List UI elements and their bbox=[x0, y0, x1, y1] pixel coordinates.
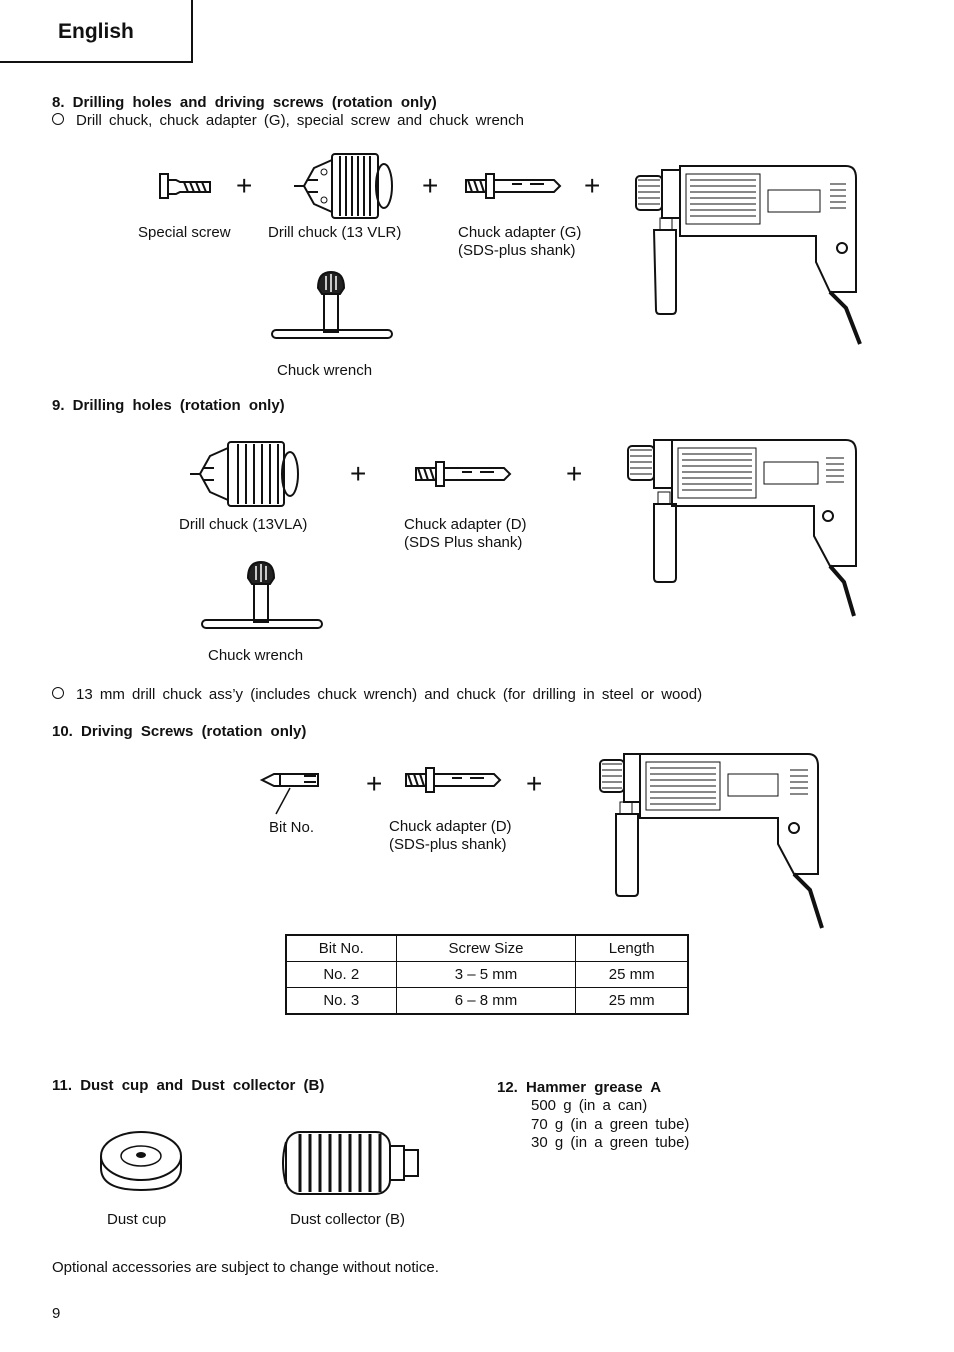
table-header-cell: Screw Size bbox=[395, 934, 577, 962]
notice-text: Optional accessories are subject to chan… bbox=[52, 1259, 439, 1276]
section-11-title: 11. Dust cup and Dust collector (B) bbox=[52, 1077, 325, 1094]
table-row: No. 2 3 – 5 mm 25 mm bbox=[285, 961, 689, 988]
screwdriver-bit-icon bbox=[259, 773, 319, 815]
plus-symbol: + bbox=[422, 170, 439, 201]
table-header-row: Bit No. Screw Size Length bbox=[285, 934, 689, 962]
chuck-wrench-icon bbox=[201, 560, 323, 629]
dust-collector-icon bbox=[282, 1131, 419, 1195]
hammer-drill-icon bbox=[599, 753, 824, 929]
section-8-subtitle-text: Drill chuck, chuck adapter (G), special … bbox=[76, 112, 524, 129]
grease-item: 70 g (in a green tube) bbox=[531, 1116, 690, 1133]
table-cell: No. 2 bbox=[285, 961, 397, 988]
plus-symbol: + bbox=[584, 170, 601, 201]
section-12-title: 12. Hammer grease A bbox=[497, 1079, 662, 1096]
drill-chuck-label: Drill chuck (13 VLR) bbox=[268, 224, 402, 241]
chuck-wrench-label: Chuck wrench bbox=[277, 362, 373, 379]
chuck-adapter-icon bbox=[465, 173, 562, 199]
hammer-drill-icon bbox=[627, 439, 857, 617]
section-8-title: 8. Drilling holes and driving screws (ro… bbox=[52, 94, 437, 111]
drill-chuck-label: Drill chuck (13VLA) bbox=[179, 516, 308, 533]
table-header-cell: Length bbox=[575, 934, 689, 962]
section-10-title: 10. Driving Screws (rotation only) bbox=[52, 723, 307, 740]
bit-size-table: Bit No. Screw Size Length No. 2 3 – 5 mm… bbox=[285, 934, 689, 1015]
language-label: English bbox=[58, 20, 134, 43]
section-9-title: 9. Drilling holes (rotation only) bbox=[52, 397, 285, 414]
table-cell: 6 – 8 mm bbox=[395, 987, 577, 1015]
table-cell: No. 3 bbox=[285, 987, 397, 1015]
bullet-circle-icon bbox=[52, 687, 64, 699]
dust-collector-label: Dust collector (B) bbox=[290, 1211, 406, 1228]
chuck-adapter-shank-label: (SDS-plus shank) bbox=[458, 242, 576, 259]
hammer-drill-icon bbox=[635, 165, 862, 345]
chuck-adapter-shank-label: (SDS-plus shank) bbox=[389, 836, 507, 853]
plus-symbol: + bbox=[526, 768, 543, 799]
plus-symbol: + bbox=[350, 458, 367, 489]
chuck-adapter-label: Chuck adapter (G) bbox=[458, 224, 582, 241]
plus-symbol: + bbox=[566, 458, 583, 489]
special-screw-icon bbox=[159, 173, 211, 199]
grease-item: 30 g (in a green tube) bbox=[531, 1134, 690, 1151]
special-screw-label: Special screw bbox=[138, 224, 231, 241]
table-cell: 25 mm bbox=[575, 987, 689, 1015]
language-tab: English bbox=[0, 0, 193, 63]
plus-symbol: + bbox=[366, 768, 383, 799]
drill-chuck-icon bbox=[294, 153, 393, 219]
drill-chuck-icon bbox=[190, 441, 299, 507]
table-header-cell: Bit No. bbox=[285, 934, 397, 962]
dust-cup-label: Dust cup bbox=[107, 1211, 167, 1228]
chuck-adapter-label: Chuck adapter (D) bbox=[404, 516, 527, 533]
plus-symbol: + bbox=[236, 170, 253, 201]
section-8-subtitle: Drill chuck, chuck adapter (G), special … bbox=[52, 112, 524, 129]
chuck-wrench-icon bbox=[271, 270, 393, 339]
table-cell: 3 – 5 mm bbox=[395, 961, 577, 988]
dust-cup-icon bbox=[100, 1131, 182, 1192]
grease-item: 500 g (in a can) bbox=[531, 1097, 648, 1114]
bit-label: Bit No. bbox=[269, 819, 315, 836]
chuck-adapter-icon bbox=[405, 767, 502, 793]
section-9-note-text: 13 mm drill chuck ass’y (includes chuck … bbox=[76, 686, 703, 703]
chuck-adapter-shank-label: (SDS Plus shank) bbox=[404, 534, 523, 551]
page-number: 9 bbox=[52, 1305, 61, 1322]
bullet-circle-icon bbox=[52, 113, 64, 125]
table-row: No. 3 6 – 8 mm 25 mm bbox=[285, 987, 689, 1015]
section-9-note: 13 mm drill chuck ass’y (includes chuck … bbox=[52, 686, 702, 703]
chuck-adapter-label: Chuck adapter (D) bbox=[389, 818, 512, 835]
chuck-adapter-icon bbox=[415, 461, 512, 487]
table-cell: 25 mm bbox=[575, 961, 689, 988]
chuck-wrench-label: Chuck wrench bbox=[208, 647, 304, 664]
